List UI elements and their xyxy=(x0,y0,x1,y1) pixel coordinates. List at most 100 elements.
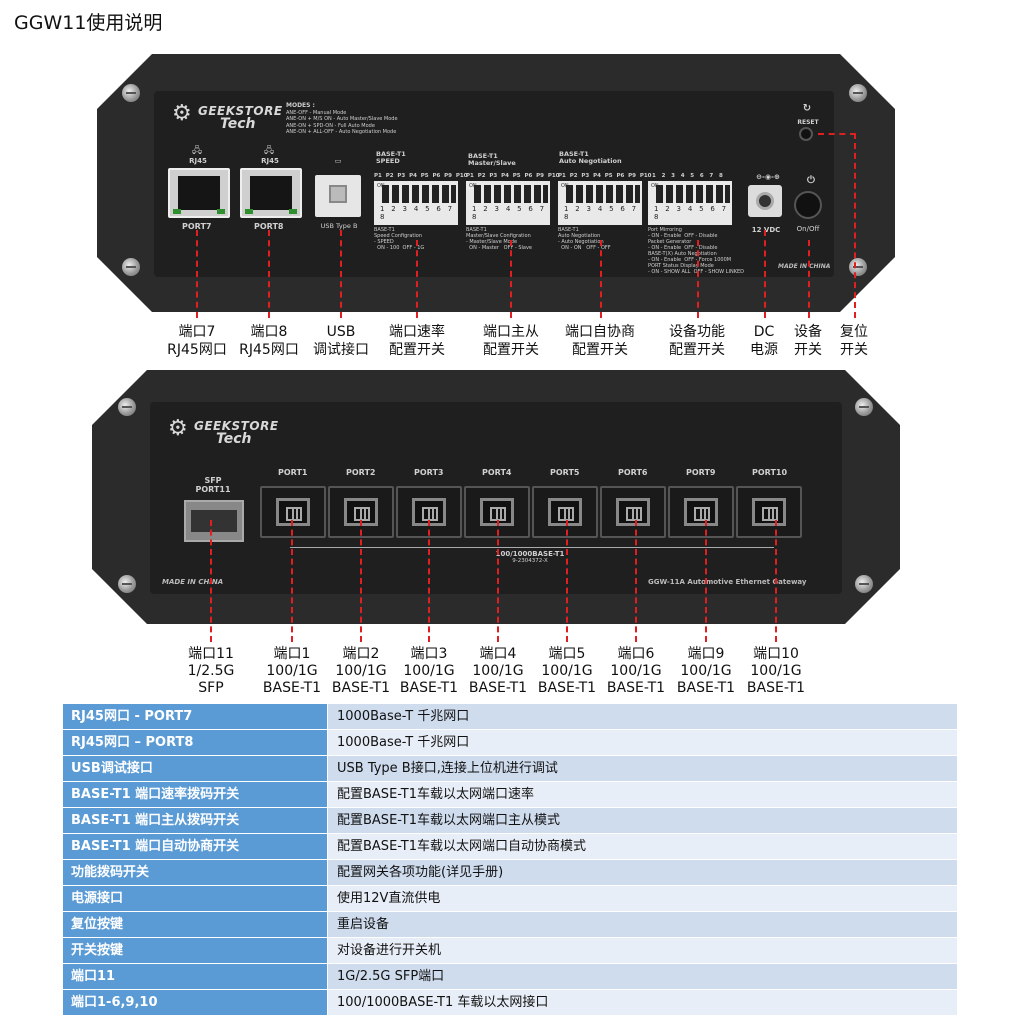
port10-label: PORT10 xyxy=(752,468,788,477)
table-row: 电源接口使用12V直流供电 xyxy=(63,886,957,912)
made-in-china-label: MADE IN CHINA xyxy=(162,578,224,586)
spec-key: USB调试接口 xyxy=(63,756,328,781)
spec-key: BASE-T1 端口速率拨码开关 xyxy=(63,782,328,807)
leader-port1 xyxy=(291,520,293,642)
leader-reset-h xyxy=(818,133,856,135)
dip-master-slave-title: BASE-T1 Master/Slave xyxy=(468,152,516,167)
spec-value: 1G/2.5G SFP端口 xyxy=(328,964,957,989)
spec-value: 1000Base-T 千兆网口 xyxy=(328,704,957,729)
usb-type-b-port[interactable] xyxy=(315,175,361,217)
port5-base-t1[interactable] xyxy=(532,486,598,538)
dc-polarity-icon: ⊖-◉-⊕ xyxy=(756,173,780,181)
dip-switch-auto-negotiation[interactable]: ON 1 2 3 4 5 6 7 8 xyxy=(558,181,642,225)
dip-switch-function[interactable]: ON 1 2 3 4 5 6 7 8 xyxy=(648,181,732,225)
callout-onoff: 设备开关 xyxy=(794,324,822,358)
front-faceplate: ⚙ GEEKSTORE Tech SFP PORT11 PORT1 PORT2 … xyxy=(150,402,842,594)
leader-port6 xyxy=(635,520,637,642)
leader-usb xyxy=(340,230,342,318)
rj45-label: RJ45 xyxy=(189,157,207,165)
reset-label: RESET xyxy=(797,119,819,126)
page-title: GGW11使用说明 xyxy=(14,12,163,34)
port9-base-t1[interactable] xyxy=(668,486,734,538)
port8-label: PORT8 xyxy=(254,222,284,231)
callout-auto-negotiation: 端口自协商配置开关 xyxy=(565,324,635,358)
port7-label: PORT7 xyxy=(182,222,212,231)
reset-button[interactable] xyxy=(799,127,813,141)
dip-switch-speed[interactable]: ON 1 2 3 4 5 6 7 8 xyxy=(374,181,458,225)
spec-key: 功能拨码开关 xyxy=(63,860,328,885)
leader-speed xyxy=(416,240,418,318)
port1-base-t1[interactable] xyxy=(260,486,326,538)
spec-key: RJ45网口 - PORT7 xyxy=(63,704,328,729)
sfp-port11-cage[interactable] xyxy=(184,500,244,542)
port3-label: PORT3 xyxy=(414,468,444,477)
screw-icon xyxy=(855,398,873,416)
table-row: BASE-T1 端口主从拨码开关配置BASE-T1车载以太网端口主从模式 xyxy=(63,808,957,834)
table-row: BASE-T1 端口自动协商开关配置BASE-T1车载以太网端口自动协商模式 xyxy=(63,834,957,860)
dip-ms-caption: BASE-T1 Master/Slave Configration - Mast… xyxy=(466,227,533,251)
leader-an xyxy=(600,240,602,318)
leader-reset xyxy=(854,133,856,318)
sfp-label: SFP PORT11 xyxy=(195,476,231,494)
spec-key: 端口11 xyxy=(63,964,328,989)
brand-logo-icon: ⚙ xyxy=(168,416,188,441)
spec-key: 端口1-6,9,10 xyxy=(63,990,328,1015)
dip-an-caption: BASE-T1 Auto Negotiation - Auto Negotiat… xyxy=(558,227,611,251)
dip-ms-ports: P1 P2 P3 P4 P5 P6 P9 P10 xyxy=(466,173,560,179)
dc-power-jack[interactable] xyxy=(748,185,782,217)
usb-icon: ▭ xyxy=(334,157,342,165)
callout-speed: 端口速率配置开关 xyxy=(389,324,445,358)
port6-base-t1[interactable] xyxy=(600,486,666,538)
port5-label: PORT5 xyxy=(550,468,580,477)
dip-an-ports: P1 P2 P3 P4 P5 P6 P9 P10 xyxy=(558,173,652,179)
power-button[interactable] xyxy=(794,191,822,219)
usb-label: USB Type B xyxy=(320,222,358,230)
dip-speed-ports: P1 P2 P3 P4 P5 P6 P9 P10 xyxy=(374,173,468,179)
leader-port7 xyxy=(196,230,198,318)
leader-port5 xyxy=(566,520,568,642)
base-t1-bus-line xyxy=(290,547,774,548)
table-row: 功能拨码开关配置网关各项功能(详见手册) xyxy=(63,860,957,886)
brand-logo-icon: ⚙ xyxy=(172,101,192,126)
table-row: 复位按键重启设备 xyxy=(63,912,957,938)
spec-key: 开关按键 xyxy=(63,938,328,963)
callout-reset: 复位开关 xyxy=(840,324,868,358)
screw-icon xyxy=(849,84,867,102)
port7-rj45-jack[interactable] xyxy=(168,168,230,218)
network-icon: 🖧 xyxy=(264,146,275,156)
leader-port8 xyxy=(268,230,270,318)
spec-value: USB Type B接口,连接上位机进行调试 xyxy=(328,756,957,781)
port8-rj45-jack[interactable] xyxy=(240,168,302,218)
spec-key: RJ45网口 – PORT8 xyxy=(63,730,328,755)
modes-legend: MODES : ANE-OFF - Manual Mode ANE-ON + M… xyxy=(286,102,398,135)
dip-switch-master-slave[interactable]: ON 1 2 3 4 5 6 7 8 xyxy=(466,181,550,225)
spec-value: 配置网关各项功能(详见手册) xyxy=(328,860,957,885)
leader-port9 xyxy=(705,520,707,642)
dip-speed-caption: BASE-T1 Speed Configration - SPEED ON - … xyxy=(374,227,425,251)
port2-label: PORT2 xyxy=(346,468,376,477)
brand-logo: GEEKSTORE Tech xyxy=(194,419,279,447)
port9-label: PORT9 xyxy=(686,468,716,477)
rj45-label: RJ45 xyxy=(261,157,279,165)
leader-dc xyxy=(764,230,766,318)
spec-key: BASE-T1 端口自动协商开关 xyxy=(63,834,328,859)
callout-master-slave: 端口主从配置开关 xyxy=(483,324,539,358)
screw-icon xyxy=(849,258,867,276)
leader-port2 xyxy=(360,520,362,642)
screw-icon xyxy=(855,575,873,593)
port10-base-t1[interactable] xyxy=(736,486,802,538)
screw-icon xyxy=(118,575,136,593)
screw-icon xyxy=(118,398,136,416)
leader-func xyxy=(697,240,699,318)
table-row: 开关按键对设备进行开关机 xyxy=(63,938,957,964)
